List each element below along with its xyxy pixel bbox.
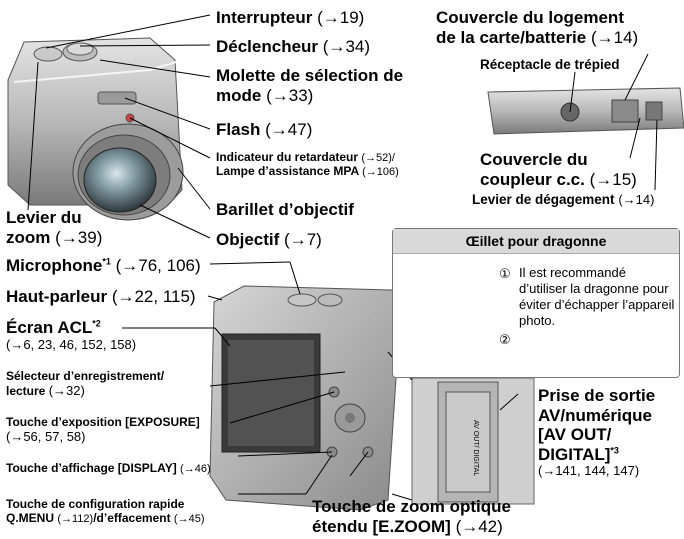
strap-panel: Œillet pour dragonne ① ② Il est recomman… (392, 228, 680, 378)
label-prise-ref: (→141, 144, 147) (538, 463, 640, 479)
label-levier-zoom: Levier du zoom (→39) (6, 208, 102, 247)
label-couvercle-ref: (→14) (590, 27, 639, 47)
label-objectif-ref: (→7) (284, 230, 322, 249)
label-degagement: Levier de dégagement (→14) (472, 192, 654, 208)
label-exposition: Touche d’exposition [EXPOSURE] (→56, 57,… (6, 415, 200, 445)
step-1-marker: ① (499, 266, 511, 281)
label-prise-line4: DIGITAL] (538, 444, 611, 464)
label-prise-note: *3 (610, 444, 619, 455)
label-objectif-text: Objectif (216, 230, 280, 249)
label-ezoom-line1: Touche de zoom optique (312, 497, 511, 516)
strap-panel-title: Œillet pour dragonne (393, 229, 679, 254)
label-selecteur: Sélecteur d’enregistrement/ lecture (→32… (6, 369, 165, 399)
label-ezoom: Touche de zoom optique étendu [E.ZOOM] (… (312, 497, 511, 536)
label-interrupteur-text: Interrupteur (216, 8, 313, 27)
label-barillet: Barillet d’objectif (216, 200, 354, 220)
label-selecteur-line1: Sélecteur d’enregistrement/ (6, 369, 165, 383)
label-ezoom-line2: étendu [E.ZOOM] (312, 516, 451, 536)
label-indicateur-text: Indicateur du retardateur (216, 150, 359, 164)
label-prise-line1: Prise de sortie (538, 386, 656, 405)
label-molette-line1: Molette de sélection de (216, 66, 404, 85)
svg-text:AV OUT/ DIGITAL: AV OUT/ DIGITAL (472, 420, 479, 476)
label-config-line1: Touche de configuration rapide (6, 497, 185, 511)
label-ecran-ref: (→6, 23, 46, 152, 158) (6, 336, 137, 352)
label-coupleur-line2: coupleur c.c. (480, 169, 585, 189)
label-haut-parleur-ref: (→22, 115) (111, 287, 196, 306)
camera-front-illustration (7, 37, 184, 221)
label-objectif: Objectif (→7) (216, 230, 322, 250)
label-coupleur-ref: (→15) (589, 169, 637, 189)
label-prise: Prise de sortie AV/numérique [AV OUT/ DI… (538, 386, 655, 479)
label-haut-parleur-text: Haut-parleur (6, 287, 108, 306)
strap-panel-text: Il est recommandé d’utiliser la dragonne… (519, 265, 675, 328)
label-indicateur-ref: (→52)/ (361, 152, 395, 164)
label-config: Touche de configuration rapide Q.MENU (→… (6, 497, 205, 526)
label-couvercle: Couvercle du logement de la carte/batter… (436, 8, 638, 47)
label-config-qmenu-ref: (→112) (57, 512, 94, 525)
label-degagement-text: Levier de dégagement (472, 192, 615, 207)
label-declencheur-text: Déclencheur (216, 37, 319, 56)
label-selecteur-line2: lecture (6, 383, 46, 398)
label-interrupteur: Interrupteur (→19) (216, 8, 364, 28)
label-ezoom-ref: (→42) (455, 516, 503, 536)
label-ecran-note: *2 (92, 318, 101, 329)
label-microphone-ref: (→76, 106) (115, 256, 201, 275)
label-interrupteur-ref: (→19) (317, 8, 365, 27)
label-exposition-ref: (→56, 57, 58) (6, 428, 86, 444)
label-prise-line2: AV/numérique (538, 405, 652, 425)
label-receptacle: Réceptacle de trépied (480, 57, 620, 73)
label-config-qmenu: Q.MENU (6, 510, 54, 525)
label-config-effacement: /d’effacement (93, 510, 171, 525)
jack-closeup: AV OUT/ DIGITAL (411, 377, 535, 505)
label-affichage-ref: (→46) (180, 463, 211, 475)
label-microphone: Microphone*1 (→76, 106) (6, 256, 201, 276)
label-lampe-ref: (→106) (362, 165, 399, 178)
label-prise-line3: [AV OUT/ (538, 425, 612, 445)
label-ecran-text: Écran ACL (6, 318, 93, 337)
label-molette: Molette de sélection de mode (→33) (216, 66, 403, 105)
step-2-marker: ② (499, 332, 511, 347)
label-barillet-text: Barillet d’objectif (216, 200, 354, 219)
label-haut-parleur: Haut-parleur (→22, 115) (6, 287, 196, 307)
label-selecteur-ref: (→32) (48, 382, 85, 398)
label-flash-text: Flash (216, 120, 261, 139)
label-microphone-note: *1 (102, 256, 111, 267)
label-molette-ref: (→33) (266, 85, 314, 105)
label-coupleur: Couvercle du coupleur c.c. (→15) (480, 150, 637, 189)
label-flash: Flash (→47) (216, 120, 312, 140)
label-ecran: Écran ACL*2 (→6, 23, 46, 152, 158) (6, 318, 136, 352)
label-flash-ref: (→47) (265, 120, 313, 139)
label-declencheur-ref: (→34) (322, 37, 371, 56)
label-receptacle-text: Réceptacle de trépied (480, 57, 620, 72)
label-levier-line2: zoom (6, 227, 51, 247)
label-lampe-text: Lampe d’assistance MPA (216, 163, 359, 178)
camera-back-illustration (209, 285, 401, 511)
label-affichage: Touche d’affichage [DISPLAY] (→46) (6, 461, 211, 476)
label-coupleur-line1: Couvercle du (480, 150, 588, 169)
label-couvercle-line1: Couvercle du logement (436, 8, 624, 27)
label-affichage-text: Touche d’affichage [DISPLAY] (6, 461, 177, 475)
camera-bottom-illustration (487, 87, 684, 135)
label-levier-line1: Levier du (6, 208, 82, 227)
label-indicateur: Indicateur du retardateur (→52)/ Lampe d… (216, 150, 399, 179)
label-levier-ref: (→39) (55, 227, 103, 247)
label-couvercle-line2: de la carte/batterie (436, 27, 587, 47)
label-degagement-ref: (→14) (618, 192, 655, 207)
label-declencheur: Déclencheur (→34) (216, 37, 370, 57)
label-config-effacement-ref: (→45) (173, 512, 205, 525)
label-molette-line2: mode (216, 85, 262, 105)
label-exposition-text: Touche d’exposition [EXPOSURE] (6, 415, 200, 429)
label-microphone-text: Microphone (6, 256, 103, 275)
